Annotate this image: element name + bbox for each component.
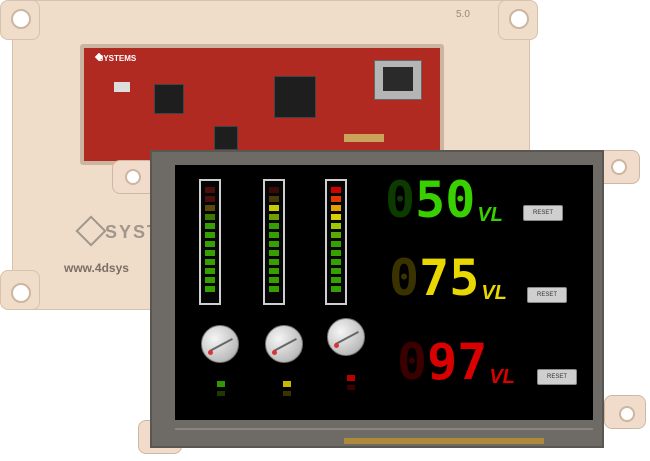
- readout-2-value: 75: [419, 249, 480, 307]
- rotary-knob-2[interactable]: [265, 325, 303, 363]
- touch-panel-edge: [175, 428, 593, 430]
- readout-1: 0 50 VL: [385, 175, 503, 225]
- indicator-led-3: [347, 375, 355, 381]
- rotary-knob-3[interactable]: [327, 318, 365, 356]
- meter-segment: [331, 268, 341, 274]
- meter-segment: [331, 286, 341, 292]
- mount-hole: [11, 283, 31, 303]
- reset-button-3[interactable]: RESET: [537, 369, 577, 385]
- meter-segment: [269, 214, 279, 220]
- bar-meter-3[interactable]: [325, 179, 347, 305]
- lcd-screen[interactable]: 0 50 VL RESET 0 75 VL RESET 0 97 VL RESE…: [175, 165, 593, 420]
- meter-segment: [205, 250, 215, 256]
- meter-segment: [331, 250, 341, 256]
- readout-2-leading-digit: 0: [389, 249, 420, 307]
- readout-3-value: 97: [427, 333, 488, 391]
- meter-segment: [331, 196, 341, 202]
- readout-3-unit: VL: [489, 366, 515, 388]
- meter-segment: [331, 232, 341, 238]
- mount-hole: [125, 169, 141, 185]
- indicator-led-2-dim: [283, 391, 291, 396]
- mount-hole: [11, 9, 31, 29]
- readout-3: 0 97 VL: [397, 337, 515, 387]
- readout-1-leading-digit: 0: [385, 171, 416, 229]
- reset-button-1[interactable]: RESET: [523, 205, 563, 221]
- readout-1-unit: VL: [477, 204, 503, 226]
- pcb-logo-text: SYSTEMS: [98, 54, 137, 63]
- readout-3-leading-digit: 0: [397, 333, 428, 391]
- indicator-led-1: [217, 381, 225, 387]
- meter-segment: [269, 196, 279, 202]
- url-text: www.4dsys: [64, 261, 129, 275]
- pcb-board: SYSTEMS: [84, 48, 440, 161]
- indicator-led-2: [283, 381, 291, 387]
- readout-2-unit: VL: [481, 282, 507, 304]
- meter-segment: [269, 223, 279, 229]
- meter-segment: [205, 268, 215, 274]
- meter-segment: [269, 277, 279, 283]
- meter-segment: [205, 286, 215, 292]
- meter-segment: [269, 232, 279, 238]
- meter-segment: [331, 259, 341, 265]
- rear-mount-tab-bottom-left: [0, 270, 40, 310]
- readout-1-value: 50: [415, 171, 476, 229]
- indicator-led-1-dim: [217, 391, 225, 396]
- readout-2: 0 75 VL: [389, 253, 507, 303]
- meter-segment: [269, 241, 279, 247]
- meter-segment: [269, 205, 279, 211]
- meter-segment: [205, 223, 215, 229]
- front-mount-tab-bottom-right: [604, 395, 646, 429]
- meter-segment: [205, 259, 215, 265]
- meter-segment: [331, 223, 341, 229]
- pcb-chip: [214, 126, 238, 150]
- version-label: 5.0: [456, 9, 470, 20]
- meter-segment: [205, 232, 215, 238]
- pcb-connector: [344, 134, 384, 142]
- rear-mount-tab-top-right: [498, 0, 538, 40]
- meter-segment: [331, 241, 341, 247]
- rotary-knob-1[interactable]: [201, 325, 239, 363]
- meter-segment: [269, 286, 279, 292]
- meter-segment: [205, 277, 215, 283]
- pcb-chip: [154, 84, 184, 114]
- flex-connector: [344, 438, 544, 444]
- meter-segment: [205, 241, 215, 247]
- pcb-component: [114, 82, 130, 92]
- reset-button-2[interactable]: RESET: [527, 287, 567, 303]
- bar-meter-2[interactable]: [263, 179, 285, 305]
- meter-segment: [269, 259, 279, 265]
- bar-meter-1[interactable]: [199, 179, 221, 305]
- meter-segment: [269, 187, 279, 193]
- meter-segment: [331, 205, 341, 211]
- meter-segment: [331, 277, 341, 283]
- indicator-led-3-dim: [347, 385, 355, 390]
- meter-segment: [331, 214, 341, 220]
- mount-hole: [611, 159, 627, 175]
- sd-card-slot: [374, 60, 422, 100]
- meter-segment: [205, 187, 215, 193]
- meter-segment: [269, 268, 279, 274]
- rear-mount-tab-top-left: [0, 0, 40, 40]
- meter-segment: [269, 250, 279, 256]
- pcb-processor-chip: [274, 76, 316, 118]
- mount-hole: [619, 406, 635, 422]
- meter-segment: [205, 205, 215, 211]
- meter-segment: [205, 196, 215, 202]
- mount-hole: [509, 9, 529, 29]
- meter-segment: [205, 214, 215, 220]
- meter-segment: [331, 187, 341, 193]
